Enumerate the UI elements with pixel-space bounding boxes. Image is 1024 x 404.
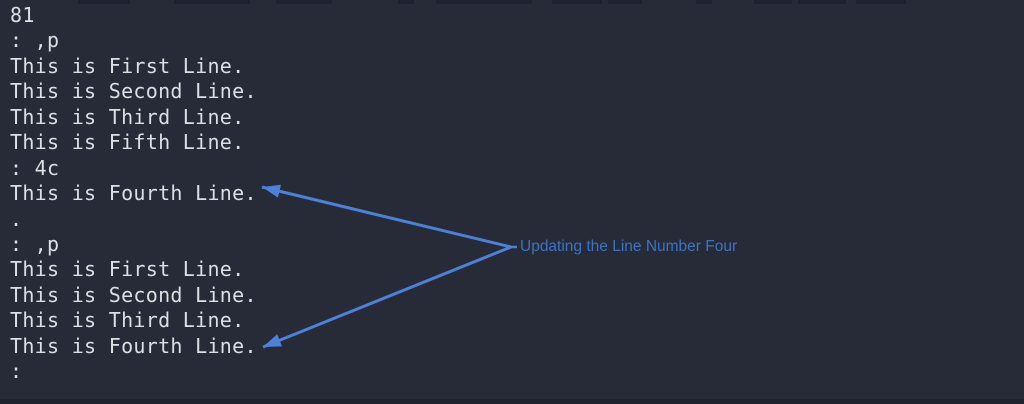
arrow-to-second-fourth-line [262, 245, 512, 349]
terminal-line: This is Fourth Line. [10, 181, 257, 206]
terminal-line: This is Fifth Line. [10, 130, 245, 155]
cropped-text-remnant-segment [696, 0, 712, 4]
terminal-line: : ,p [10, 28, 60, 53]
terminal-line: . [10, 206, 23, 231]
terminal-line: : 4c [10, 155, 60, 180]
terminal-line: This is Second Line. [10, 79, 257, 104]
annotation-label: Updating the Line Number Four [520, 238, 738, 255]
terminal-line: : [10, 359, 23, 384]
terminal-line: This is Third Line. [10, 104, 245, 129]
terminal-line: This is Third Line. [10, 308, 245, 333]
cropped-text-remnant-segment [754, 0, 792, 4]
bottom-shade [0, 399, 1024, 404]
terminal-line: : ,p [10, 231, 60, 256]
cropped-text-remnant-segment [856, 0, 906, 4]
cropped-text-remnant-segment [276, 0, 332, 4]
cropped-text-remnant-segment [398, 0, 414, 4]
terminal-line: This is Second Line. [10, 282, 257, 307]
arrow-to-first-fourth-line [261, 184, 512, 249]
terminal-line: This is First Line. [10, 257, 245, 282]
terminal-line: This is First Line. [10, 53, 245, 78]
cropped-text-remnant-segment [608, 0, 642, 4]
cropped-text-remnant-segment [436, 0, 532, 4]
cropped-text-remnant-segment [78, 0, 130, 4]
cropped-text-remnant-segment [174, 0, 250, 4]
terminal-line: 81 [10, 3, 35, 27]
terminal-line: This is Fourth Line. [10, 333, 257, 358]
cropped-text-remnant [0, 0, 1024, 5]
cropped-text-remnant-segment [552, 0, 602, 4]
cropped-text-remnant-segment [798, 0, 846, 4]
